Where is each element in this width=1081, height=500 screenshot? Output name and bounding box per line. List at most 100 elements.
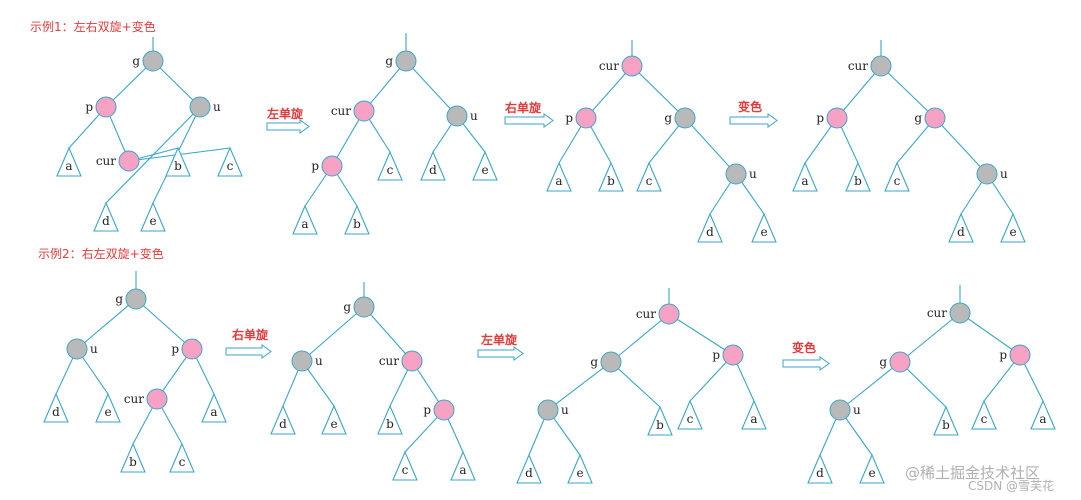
example2-heading: 示例2：右左双旋+变色 [38, 246, 164, 261]
subtree-label-a: a [210, 405, 217, 419]
node-label-u: u [90, 342, 98, 356]
arrow-shape [782, 356, 830, 371]
subtree-label-c: c [387, 163, 394, 177]
subtree-triangle-b [598, 161, 624, 192]
node-cur-red [118, 150, 140, 172]
node-label-cur: cur [636, 307, 656, 321]
subtree-label-b: b [129, 455, 137, 469]
node-label-g: g [343, 300, 351, 314]
subtree-triangle-d [270, 404, 296, 435]
node-g-black [674, 107, 696, 129]
subtree-triangle-e [140, 201, 166, 232]
operation-arrow-2-1: 右单旋 [225, 327, 272, 359]
arrow-shape [266, 119, 310, 134]
node-label-p: p [712, 348, 720, 362]
node-label-cur: cur [379, 354, 399, 368]
node-label-cur: cur [599, 59, 619, 73]
subtree-label-a: a [65, 159, 72, 173]
node-g-red [924, 107, 946, 129]
subtree-label-b: b [854, 174, 862, 188]
node-p-red [433, 399, 455, 421]
edge-g-u [684, 117, 737, 175]
edge-g-cur [363, 60, 407, 112]
node-p-red [181, 338, 203, 360]
node-cur-red [353, 100, 375, 122]
subtree-label-b: b [942, 418, 950, 432]
subtree-triangle-e [1000, 212, 1026, 243]
subtree-triangle-a [1030, 399, 1056, 430]
subtree-label-a: a [1039, 412, 1046, 426]
node-p-red [1009, 344, 1031, 366]
subtree-triangle-c [377, 150, 403, 181]
node-label-u: u [853, 403, 861, 417]
edge-g-subtree-b [899, 361, 947, 408]
operation-arrow-2-3: 变色 [782, 340, 830, 371]
node-label-cur: cur [96, 154, 116, 168]
subtree-triangle-a [741, 399, 767, 430]
node-label-p: p [816, 111, 824, 125]
arrow-shape [225, 344, 272, 359]
subtree-label-e: e [330, 417, 337, 431]
subtree-label-e: e [760, 225, 767, 239]
subtree-triangle-d [516, 453, 542, 484]
subtree-triangle-b [647, 405, 673, 436]
subtree-label-e: e [481, 163, 488, 177]
node-label-g: g [115, 292, 123, 306]
subtree-triangle-d [43, 392, 69, 423]
node-label-p: p [999, 348, 1007, 362]
node-label-cur: cur [124, 392, 144, 406]
node-p-red [826, 107, 848, 129]
arrow-shape [729, 113, 778, 128]
operation-label: 左单旋 [480, 332, 518, 347]
node-g-black [353, 296, 375, 318]
subtree-label-e: e [149, 214, 156, 228]
subtree-label-b: b [656, 418, 664, 432]
edge-g-p [135, 298, 193, 350]
subtree-triangle-c [971, 399, 997, 430]
node-p-red [722, 344, 744, 366]
node-label-g: g [590, 355, 598, 369]
subtree-triangle-a [56, 146, 82, 177]
node-u-black [291, 350, 313, 372]
subtree-triangle-c [392, 450, 418, 481]
subtree-triangle-c [169, 442, 195, 473]
subtree-label-c: c [646, 174, 653, 188]
node-label-p: p [423, 403, 431, 417]
arrow-shape [477, 346, 524, 361]
subtree-label-a: a [801, 174, 808, 188]
subtree-label-e: e [104, 405, 111, 419]
subtree-triangle-e [567, 453, 593, 484]
subtree-triangle-d [807, 453, 833, 484]
edge-cur-g [610, 313, 670, 363]
node-cur-black [949, 302, 971, 324]
node-cur-red [146, 388, 168, 410]
node-label-cur: cur [927, 306, 947, 320]
node-g-black [125, 288, 147, 310]
node-u-black [976, 163, 998, 185]
edge-g-u [839, 361, 901, 411]
subtree-label-e: e [576, 466, 583, 480]
subtree-triangle-b [120, 442, 146, 473]
edge-cur-p [331, 110, 365, 167]
subtree-label-c: c [227, 159, 234, 173]
node-g-black [600, 351, 622, 373]
edge-u-subtree-d [105, 106, 201, 204]
watermark-source: CSDN @雪芙花 [968, 478, 1054, 493]
arrow-shape [504, 113, 554, 128]
subtree-label-c: c [402, 463, 409, 477]
node-label-g: g [914, 111, 922, 125]
subtree-label-c: c [981, 412, 988, 426]
node-label-g: g [664, 111, 672, 125]
node-label-u: u [1000, 167, 1008, 181]
